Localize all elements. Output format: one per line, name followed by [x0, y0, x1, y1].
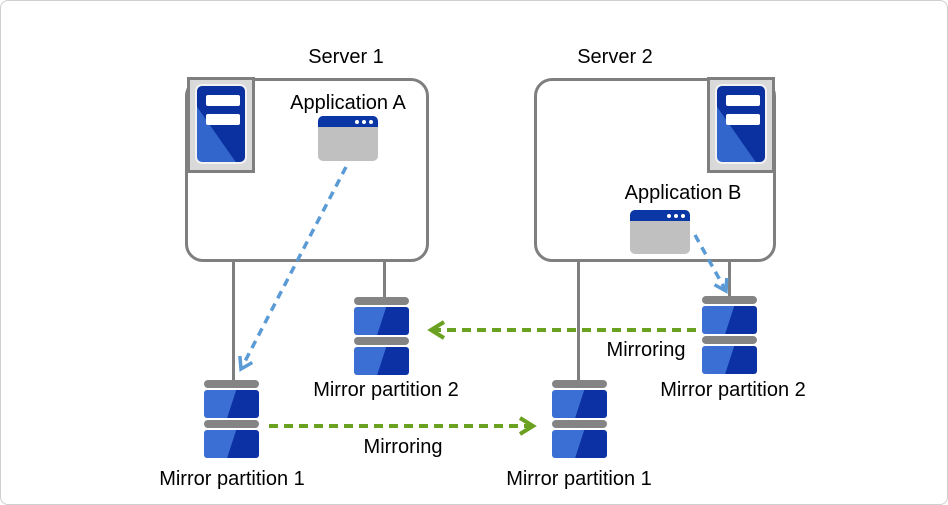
server-tower-icon: [715, 84, 767, 164]
server2-title: Server 2: [577, 46, 653, 68]
disk-block: [702, 306, 757, 334]
application-b-label: Application B: [624, 182, 742, 204]
window-dot-icon: [362, 119, 366, 124]
app-window-titlebar: [318, 116, 378, 127]
window-dot-icon: [667, 213, 671, 218]
disk-cap: [354, 337, 409, 345]
disk-block: [354, 347, 409, 375]
connector-server1-partition2: [383, 260, 386, 298]
disk-cap: [204, 380, 259, 388]
server-tower-icon: [195, 84, 247, 164]
disk-partition-icon: [552, 380, 607, 458]
disk-block: [204, 390, 259, 418]
server2-mirror-partition1-label: Mirror partition 1: [506, 468, 652, 490]
disk-partition-icon: [702, 296, 757, 374]
server1-mirror-partition1-label: Mirror partition 1: [159, 468, 305, 490]
window-dot-icon: [674, 213, 678, 218]
window-dot-icon: [681, 213, 685, 218]
disk-partition-icon: [354, 297, 409, 375]
window-dot-icon: [355, 119, 359, 124]
disk-cap: [552, 380, 607, 388]
connector-server2-partition2: [728, 260, 731, 297]
server1-mirror-partition2-label: Mirror partition 2: [313, 379, 459, 401]
disk-cap: [204, 420, 259, 428]
server2-icon-plate: [707, 77, 775, 173]
disk-block: [552, 390, 607, 418]
disk-block: [552, 430, 607, 458]
tower-slot: [206, 114, 240, 125]
server1-icon-plate: [187, 77, 255, 173]
disk-cap: [354, 297, 409, 305]
disk-cap: [702, 296, 757, 304]
tower-slot: [726, 95, 760, 106]
disk-partition-icon: [204, 380, 259, 458]
disk-cap: [702, 336, 757, 344]
tower-slot: [206, 95, 240, 106]
application-a-label: Application A: [290, 92, 406, 114]
mirroring-label-left: Mirroring: [363, 436, 443, 458]
window-dot-icon: [369, 119, 373, 124]
disk-cap: [552, 420, 607, 428]
tower-slot: [726, 114, 760, 125]
server2-mirror-partition2-label: Mirror partition 2: [660, 379, 806, 401]
disk-block: [354, 307, 409, 335]
connector-server1-partition1: [232, 260, 235, 381]
disk-block: [204, 430, 259, 458]
app-window-icon: [318, 116, 378, 161]
disk-block: [702, 346, 757, 374]
server1-title: Server 1: [308, 46, 384, 68]
connector-server2-partition1: [577, 260, 580, 381]
app-window-icon: [630, 210, 690, 254]
mirroring-label-right: Mirroring: [606, 339, 686, 361]
app-window-titlebar: [630, 210, 690, 221]
